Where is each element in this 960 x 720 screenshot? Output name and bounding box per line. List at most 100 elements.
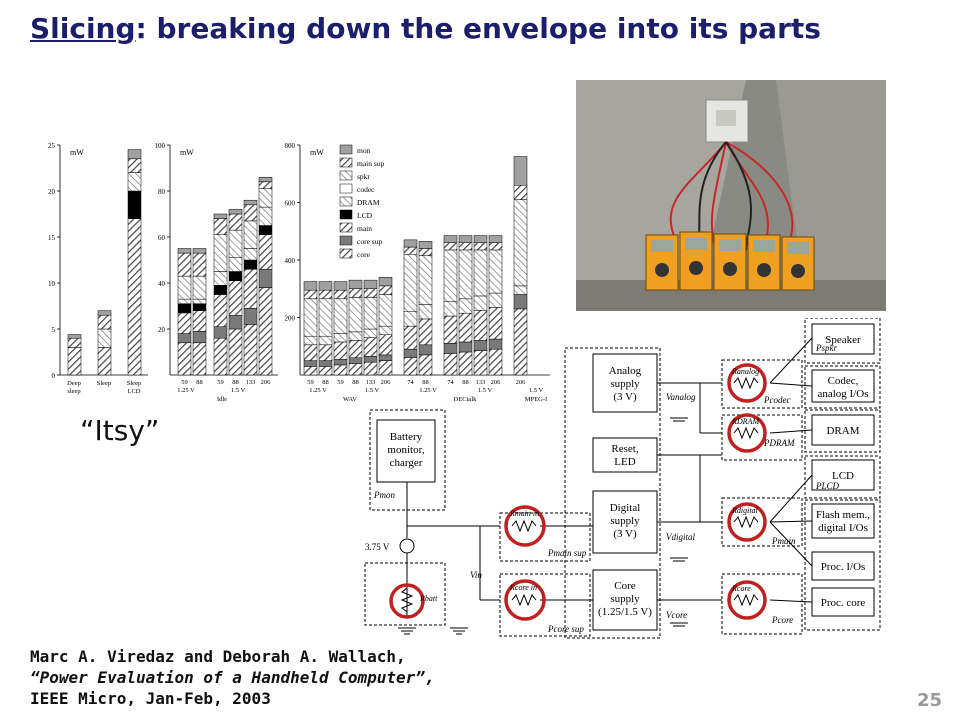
bar-label: 206 — [491, 379, 502, 386]
bar-segment-main-sup — [97, 314, 112, 330]
r-core-label: Rcore — [731, 584, 751, 593]
bar-segment-main — [258, 234, 273, 270]
legend-label: LCD — [357, 211, 373, 220]
group-label: Idle — [217, 396, 227, 403]
power-circuit-diagram: Battery monitor, charger Analog supply (… — [364, 318, 881, 639]
reset-label-1: Reset, — [611, 443, 638, 455]
bar-segment-core-sup — [213, 326, 228, 339]
bar-segment-spkr — [403, 254, 418, 312]
group-label: Sleep — [127, 380, 141, 387]
svg-text:Proc. I/Os: Proc. I/Os — [821, 561, 866, 573]
svg-text:analog I/Os: analog I/Os — [817, 388, 868, 400]
svg-text:monitor,: monitor, — [387, 444, 424, 456]
bar-segment-core — [127, 218, 142, 376]
bar-segment-main-sup — [243, 204, 258, 222]
citation: Marc A. Viredaz and Deborah A. Wallach, … — [30, 646, 435, 709]
bar-segment-main-sup — [318, 289, 333, 300]
bar-segment-core — [177, 342, 192, 376]
svg-text:DRAM: DRAM — [826, 425, 859, 437]
bar-segment-main-sup — [443, 242, 458, 251]
bar-segment-main-sup — [67, 337, 82, 348]
codec-label-1: Codec, — [828, 375, 859, 387]
p-dram-label: PDRAM — [763, 438, 795, 448]
legend-label: main — [357, 224, 372, 233]
legend-label: core sup — [357, 237, 382, 246]
bar-segment-main-sup — [488, 242, 503, 251]
page-number: 25 — [916, 690, 942, 711]
p-lcd-label: PLCD — [815, 481, 840, 491]
y-tick-label: 20 — [48, 188, 56, 196]
bar-segment-spkr — [258, 188, 273, 208]
legend-swatch — [339, 144, 353, 155]
bar-segment-main-sup — [228, 213, 243, 231]
y-tick-label: 800 — [285, 142, 296, 150]
legend-swatch — [339, 209, 353, 220]
p-core-sup-label: Pcore sup — [547, 624, 584, 634]
r-main-in-label: Rmain in — [509, 509, 539, 518]
flash-label-1: Flash mem., — [816, 509, 870, 521]
r-dram-label: RDRAM — [731, 417, 760, 426]
group-label: Sleep — [97, 380, 111, 387]
bar-segment-mon — [192, 248, 207, 254]
group-label: LCD — [128, 388, 141, 395]
bar-segment-spkr — [513, 199, 528, 287]
bar-label: 206 — [261, 379, 272, 386]
bar-label: 74 — [407, 379, 414, 386]
bar-segment-mon — [363, 279, 378, 289]
bar-segment-spkr — [97, 328, 112, 348]
bar-segment-main — [228, 280, 243, 316]
bar-segment-mon — [303, 281, 318, 291]
voltage-label: 1.5 V — [478, 387, 493, 394]
bar-segment-mon — [213, 213, 228, 219]
bar-segment-main-sup — [213, 218, 228, 235]
svg-text:supply: supply — [610, 515, 640, 527]
svg-text:Reset,: Reset, — [611, 443, 638, 455]
v-analog-label: Vanalog — [666, 392, 696, 402]
bar-segment-mon — [243, 199, 258, 206]
bar-segment-core — [228, 328, 243, 376]
svg-text:Digital: Digital — [610, 502, 641, 514]
bar-segment-DRAM — [258, 206, 273, 226]
legend-swatch — [339, 235, 353, 246]
bar-label: 88 — [232, 379, 239, 386]
unit-label: mW — [180, 148, 194, 157]
bar-segment-main-sup — [127, 158, 142, 173]
bar-segment-core-sup — [177, 333, 192, 344]
v-digital-label: Vdigital — [666, 532, 695, 542]
y-tick-label: 600 — [285, 200, 296, 208]
bar-label: 59 — [307, 379, 314, 386]
p-mon-label: Pmon — [373, 490, 395, 500]
unit-label: mW — [70, 148, 84, 157]
bar-segment-mon — [473, 235, 488, 243]
battery-label-3: charger — [390, 457, 423, 469]
core-label-2: supply — [610, 593, 640, 605]
digital-label-1: Digital — [610, 502, 641, 514]
bar-segment-main-sup — [378, 285, 393, 295]
bar-segment-mon — [228, 209, 243, 215]
bar-label: 59 — [181, 379, 188, 386]
y-tick-label: 200 — [285, 315, 296, 323]
legend-swatch — [339, 183, 353, 194]
group-label: Deep — [67, 380, 81, 387]
legend-swatch — [339, 170, 353, 181]
p-main-sup-label: Pmain sup — [547, 548, 587, 558]
voltage-label: 1.25 V — [177, 387, 195, 394]
analog-label-3: (3 V) — [613, 391, 637, 403]
svg-text:LED: LED — [614, 456, 635, 468]
group-label: DECtalk — [454, 396, 477, 403]
legend-swatch — [339, 196, 353, 207]
lcd-label: LCD — [832, 470, 854, 482]
bar-segment-main — [213, 294, 228, 327]
bar-segment-spkr — [127, 172, 142, 192]
bar-label: 88 — [462, 379, 469, 386]
y-tick-label: 40 — [158, 280, 166, 288]
bar-segment-mon — [403, 239, 418, 248]
bar-segment-core — [318, 366, 333, 376]
bar-segment-mon — [443, 235, 458, 243]
speaker-label: Speaker — [825, 334, 861, 346]
bar-segment-DRAM — [418, 304, 433, 320]
r-core-in-label: Rcore in — [509, 583, 537, 592]
bar-segment-main-sup — [258, 181, 273, 189]
y-tick-label: 25 — [48, 142, 56, 150]
svg-text:Analog: Analog — [609, 365, 642, 377]
